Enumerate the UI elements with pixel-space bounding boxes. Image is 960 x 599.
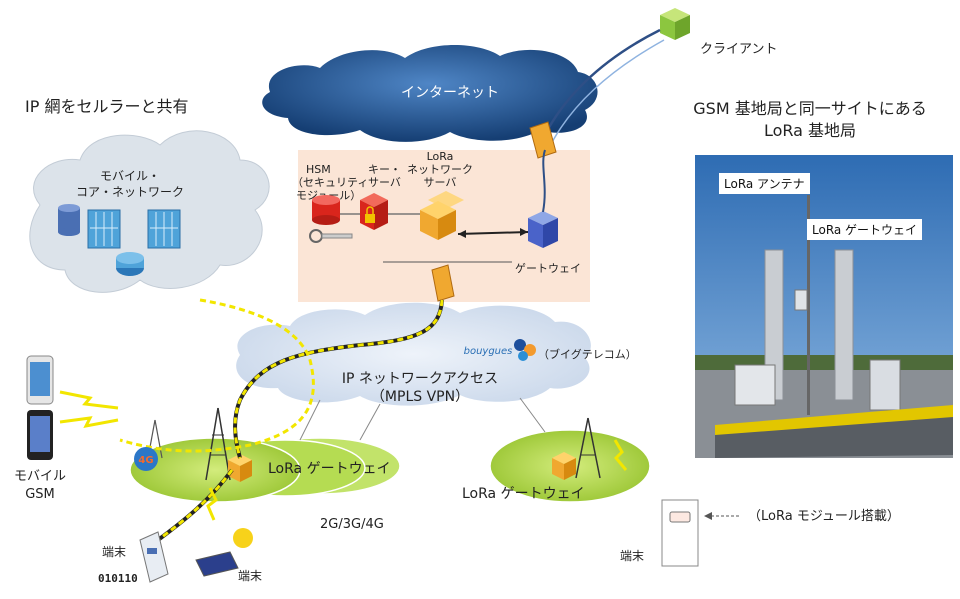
internet-label: インターネット [401,85,499,101]
core-network-label-2: コア・ネットワーク [76,185,184,199]
terminal-1-code: 010110 [98,572,138,585]
lora-antenna-label: LoRa アンテナ [719,173,810,194]
smartphone-icon [27,410,53,460]
backhaul-link-dashes [233,299,444,459]
radio-bolt-icon [206,487,218,521]
key-icon [309,229,353,243]
firewall-icon [529,121,557,159]
switch-icon [147,209,181,249]
terminal-3-label: 端末 [620,549,644,563]
ip-access-label-2: （MPLS VPN） [371,389,469,405]
mobile-gsm-label-1: モバイル [14,469,66,484]
lora-gateway-box-icon [228,454,252,482]
photo-title: GSM 基地局と同一サイトにある LoRa 基地局 [660,98,960,142]
meter-terminal-icon [139,531,169,583]
bouygues-label: （ブイグテレコム） [538,347,637,361]
lora-gateway-label-1: LoRa ゲートウェイ [268,461,391,477]
terminal-1-label: 端末 [102,545,126,559]
internet-cloud [262,45,598,142]
title-ip-network-shared: IP 網をセルラーと共有 [25,97,188,116]
router-icon [116,252,144,276]
radio-bolt-icon [613,439,628,471]
internet-client-link-2 [547,39,665,151]
lora-gateway-photo-label: LoRa ゲートウェイ [807,219,923,240]
key-server-label-1: キー・ [368,163,401,176]
radio-bolt-icon [59,390,119,410]
gateway-router-icon [528,211,558,248]
lora-ns-label-2: ネットワーク [407,163,473,176]
4g-badge-icon: 4G [134,447,158,471]
hsm-label-1: HSM [306,163,331,176]
key-server-lock-icon [360,193,388,230]
lora-ns-label-3: サーバ [424,176,457,189]
photo-title-line-2: LoRa 基地局 [763,121,857,140]
client-cube-icon [660,8,690,40]
hsm-label-2: （セキュリティ [292,176,368,189]
gateway-firewall-link [542,149,546,213]
firewall-icon [431,264,455,302]
arrow-icon [520,228,528,236]
lora-module-label: （LoRa モジュール搭載） [748,508,900,524]
ns-gateway-link [457,231,529,235]
base-station-photo: LoRa アンテナ LoRa ゲートウェイ [695,155,953,458]
access-zone-link [359,403,381,441]
lora-network-server-icon [420,191,464,240]
bouygues-logo-icon [514,339,536,361]
bouygues-logo-text: bouygues [464,346,513,357]
lora-uplink-dashes [157,469,234,542]
core-link-dashes [119,298,315,453]
ip-access-cloud [236,302,591,406]
solar-panel-terminal-icon [195,528,253,577]
radio-bolt-icon [59,416,119,429]
cellular-generations-label: 2G/3G/4G [320,517,384,532]
hsm-database-icon [312,195,340,225]
lora-gateway-box-icon [552,452,576,480]
key-server-label-2: サーバ [368,176,401,189]
terminal-2-label: 端末 [238,569,262,583]
arrow-icon [704,512,712,520]
arrow-icon [458,230,466,238]
access-zone-link [519,397,546,433]
ip-access-label-1: IP ネットワークアクセス [342,371,498,387]
lora-ns-label-1: LoRa [427,150,454,163]
mobile-gsm-label-2: GSM [25,487,55,502]
lora-gateway-label-2: LoRa ゲートウェイ [462,486,585,502]
lora-tower-icon [575,417,601,479]
lora-module-terminal-icon [661,499,699,567]
4g-badge-text: 4G [138,455,153,466]
base-station-photo-image [695,155,953,458]
photo-title-line-1: GSM 基地局と同一サイトにある [693,99,927,118]
core-network-label-1: モバイル・ [100,169,160,183]
database-icon [58,204,80,236]
gateway-label: ゲートウェイ [515,262,581,275]
switch-icon [87,209,121,249]
client-label: クライアント [700,42,777,57]
access-zone-link [299,399,321,441]
smartphone-icon [26,355,54,405]
